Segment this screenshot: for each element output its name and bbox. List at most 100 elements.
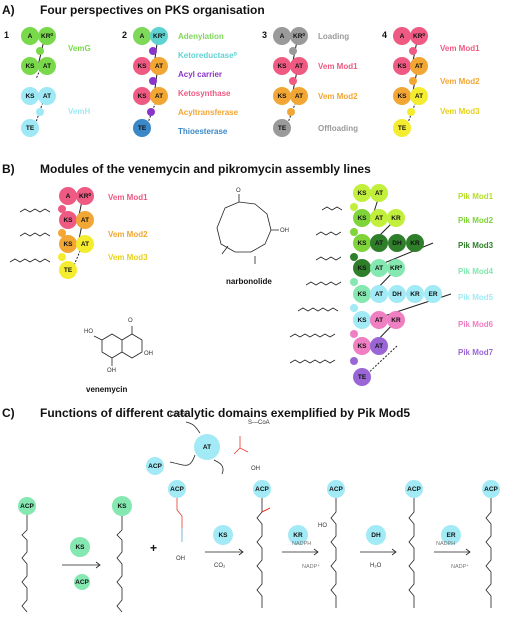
pik-mod5-at — [370, 285, 388, 303]
p2-ks1-text: KS — [137, 63, 147, 70]
narbonolide-label: narbonolide — [226, 277, 272, 286]
p4-acp3 — [407, 108, 415, 116]
c-acp-p3 — [405, 480, 423, 498]
step-4-beta-keto: ACP — [253, 480, 271, 608]
pik-mod4-acp — [350, 278, 358, 286]
c-ks-1 — [70, 537, 90, 557]
vemh-at-text: AT — [43, 93, 51, 100]
p3-acp3 — [287, 108, 295, 116]
c-acp-p4-text: ACP — [484, 486, 498, 493]
vemh-ks-domain — [21, 87, 39, 105]
ks-transfer-1: KS ACP — [62, 537, 101, 590]
step-6-enoyl: ACP — [405, 480, 423, 608]
p2-te-text: TE — [138, 125, 147, 132]
venemycin-structure: O HO OH OH venemycin — [84, 318, 153, 394]
c-coash: CoASH — [170, 412, 190, 418]
vem-mod1-a — [59, 187, 77, 205]
pik-mod2-at — [370, 209, 388, 227]
section-a-letter: A) — [2, 3, 15, 17]
c-acp-release-text: ACP — [75, 579, 89, 586]
c-acp-release — [74, 574, 90, 590]
p4-acp1 — [409, 47, 417, 55]
section-b-title: Modules of the venemycin and pikromycin … — [40, 162, 371, 176]
narbonolide-structure: O OH narbonolide — [216, 188, 289, 286]
c-oh-top: OH — [251, 466, 260, 472]
c-ks-bound — [112, 496, 132, 516]
legend-adenylation: Adenylation — [178, 32, 224, 41]
c-ho-kr: HO — [318, 523, 327, 529]
vemh-te-text: TE — [26, 125, 35, 132]
vem-mod2-ks — [59, 211, 77, 229]
pik-t16: KR — [410, 291, 420, 298]
pik-mod3-ks — [353, 234, 371, 252]
vem-mod3-at — [76, 235, 94, 253]
pik-mod5-er — [424, 285, 442, 303]
p3-te-text: TE — [278, 125, 287, 132]
venemycin-o: O — [128, 318, 133, 324]
p4-a-text: A — [400, 33, 405, 40]
step-7-product: ACP — [482, 480, 500, 608]
vemh-te-domain — [21, 119, 39, 137]
pik-intermediates — [289, 206, 343, 364]
p4-at1 — [410, 57, 428, 75]
pik-mod2-acp — [350, 228, 358, 236]
p3-at1-text: AT — [295, 63, 303, 70]
pik-mod5-dh — [388, 285, 406, 303]
narbonolide-oh: OH — [280, 228, 289, 234]
c-plus: + — [150, 541, 157, 555]
vem-te-text: TE — [64, 267, 73, 274]
vem-at2-text: AT — [81, 241, 89, 248]
legend-ketoreductase: Ketoreductase⁰ — [178, 51, 238, 60]
pik-mod4-kr — [387, 259, 405, 277]
vemg-kr-domain — [38, 27, 56, 45]
vem-mod3-label: Vem Mod3 — [108, 253, 148, 262]
section-c-letter: C) — [2, 406, 15, 420]
p3-acp2 — [289, 77, 297, 85]
pik-mod7-ks — [353, 337, 371, 355]
c-oh-mal: OH — [176, 556, 185, 562]
perspective-4: 4 A KR⁰ KS AT KS AT TE Vem Mod1 Vem Mod2… — [382, 27, 480, 137]
pik-mod6-acp — [350, 330, 358, 338]
vemg-module: A KR⁰ KS AT VemG — [21, 27, 91, 80]
legend-ketosynthase: Ketosynthase — [178, 89, 231, 98]
step-2-ks-chain: KS — [112, 496, 132, 613]
c-kr — [288, 525, 308, 545]
pik-t22: AT — [375, 343, 383, 350]
c-ks-bound-text: KS — [117, 503, 127, 510]
vem-mod1-acp — [58, 205, 66, 213]
vem-mod3-acp — [58, 253, 66, 261]
pik-mod2-ks — [353, 209, 371, 227]
vemh-module: KS AT TE VemH — [21, 87, 90, 137]
vem-a-text: A — [66, 193, 71, 200]
pik-mod3-label: Pik Mod3 — [458, 241, 494, 250]
c-chain-1 — [21, 515, 28, 613]
pik-mod2-label: Pik Mod2 — [458, 216, 494, 225]
p2-a-domain — [133, 27, 151, 45]
ks-condensation: KS CO₂ — [205, 525, 244, 569]
c-chain-p1 — [256, 498, 263, 608]
er-reduction: ER NADPH NADP⁺ — [434, 525, 471, 570]
p2-ks2 — [133, 87, 151, 105]
section-c-title: Functions of different catalytic domains… — [40, 406, 410, 420]
vemg-at-domain — [38, 57, 56, 75]
c-malonyl — [233, 436, 249, 455]
vemg-at-text: AT — [43, 63, 51, 70]
p4-ks1 — [393, 57, 411, 75]
p4-kr-domain — [410, 27, 428, 45]
legend-thioesterase: Thioesterase — [178, 127, 228, 136]
step-5-hydroxy: ACP HO — [318, 480, 345, 608]
c-ks-2 — [213, 525, 233, 545]
p2-acp3 — [147, 108, 155, 116]
p4-at2-text: AT — [415, 93, 423, 100]
pik-mod4-at — [370, 259, 388, 277]
p3-kr-text: KR⁰ — [293, 32, 305, 40]
venemycin-label: venemycin — [86, 385, 127, 394]
c-dh — [366, 525, 386, 545]
pik-t1: KS — [357, 190, 367, 197]
vem-assembly-line: A KR⁰ KS AT KS AT TE Vem Mod1 Vem Mod2 V… — [9, 187, 148, 279]
p2-acp1 — [149, 47, 157, 55]
pik-mod6-kr — [387, 311, 405, 329]
pik-t6: KS — [357, 240, 367, 247]
pik-t20: KR — [391, 317, 401, 324]
c-acp-free — [146, 457, 164, 475]
